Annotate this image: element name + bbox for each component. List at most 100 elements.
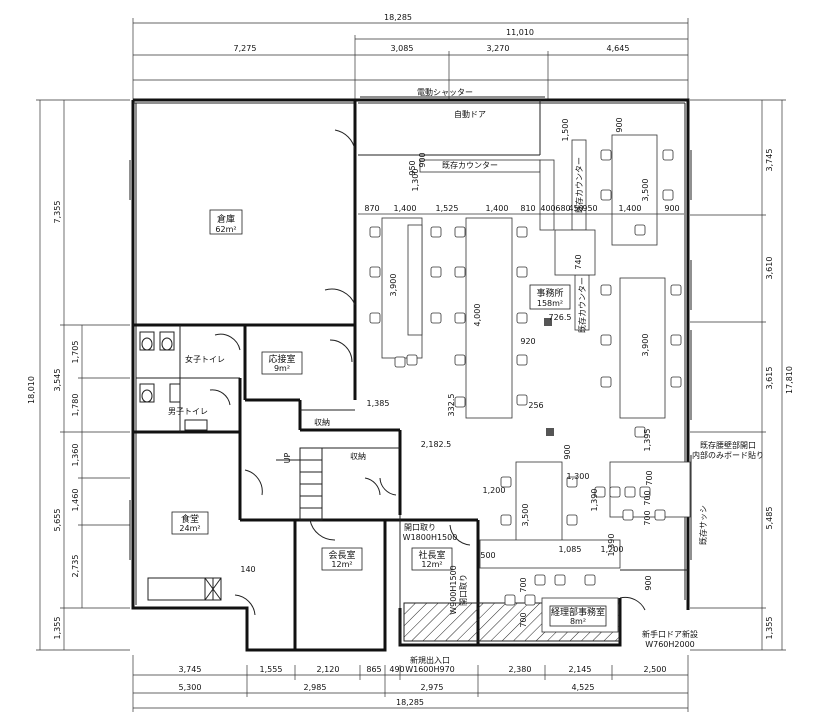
chair-26 xyxy=(600,376,612,388)
chair-4 xyxy=(430,226,442,238)
chair-37 xyxy=(624,486,636,498)
dim-bottom-1: 3,745 xyxy=(179,665,202,674)
label-office-area: 158m² xyxy=(537,299,563,308)
dim-left-inner-5: 2,735 xyxy=(71,555,80,578)
chair-43 xyxy=(584,574,596,586)
misc-dim-4: 900 xyxy=(418,152,427,167)
label-president: 社長室 xyxy=(418,549,445,561)
stairs xyxy=(276,447,323,521)
label-storage-2: 収納 xyxy=(350,451,366,461)
misc-dim-23: 700 xyxy=(643,490,652,505)
label-reception: 応接室 xyxy=(268,353,295,365)
dim-bottom2-1: 5,300 xyxy=(179,683,202,692)
dim-left-inner-4: 1,460 xyxy=(71,489,80,512)
misc-dim-6: 3,500 xyxy=(641,179,650,202)
label-sales-room-area: 8m² xyxy=(570,617,586,626)
office-row-dim-1: 870 xyxy=(364,204,379,213)
label-counter-top: 既存カウンター xyxy=(442,160,498,170)
chair-18 xyxy=(516,394,528,406)
label-new-door: 新規出入口 xyxy=(410,655,450,665)
misc-dim-21: 3,500 xyxy=(521,504,530,527)
counters xyxy=(419,139,596,331)
label-sales-room: 経理部事務室 xyxy=(551,606,605,618)
label-cafeteria: 食堂 xyxy=(181,513,199,525)
chair-42 xyxy=(554,574,566,586)
dim-bottom-3: 2,120 xyxy=(317,665,340,674)
chairs xyxy=(369,149,682,606)
right-dimensions: 17,810 3,745 3,610 3,615 5,485 1,355 xyxy=(690,99,794,651)
dim-bottom-2: 1,555 xyxy=(260,665,283,674)
misc-dim-18: 1,390 xyxy=(590,489,599,512)
dim-left-inner-3: 1,360 xyxy=(71,444,80,467)
office-row-dim-2: 1,400 xyxy=(394,204,417,213)
office-row-dim-11: 900 xyxy=(664,204,679,213)
dim-bottom-4: 865 xyxy=(366,665,381,674)
dim-right-outer-4: 5,485 xyxy=(765,507,774,530)
chair-3 xyxy=(369,312,381,324)
office-row-dim-3: 1,525 xyxy=(436,204,459,213)
chair-29 xyxy=(670,376,682,388)
misc-dim-5: 950 xyxy=(408,160,417,175)
chair-12 xyxy=(454,354,466,366)
left-dimensions: 18,010 7,355 3,545 5,655 1,355 1,705 1,7… xyxy=(27,99,130,651)
chair-45 xyxy=(524,594,536,606)
dim-right-total: 17,810 xyxy=(785,366,794,394)
label-opening2-b: 開口取り xyxy=(459,574,468,606)
label-chairman-area: 12m² xyxy=(331,560,352,569)
chair-13 xyxy=(454,396,466,408)
chair-34 xyxy=(566,514,578,526)
chair-35 xyxy=(594,486,606,498)
chair-27 xyxy=(670,284,682,296)
label-counter-side: 既存カウンター xyxy=(574,157,584,213)
chair-22 xyxy=(662,189,674,201)
chair-19 xyxy=(600,149,612,161)
misc-dim-32: 140 xyxy=(240,565,255,574)
chair-40 xyxy=(654,509,666,521)
chair-38 xyxy=(639,486,651,498)
misc-dim-20: 1,200 xyxy=(483,486,506,495)
dim-right-outer-1: 3,745 xyxy=(765,149,774,172)
label-counter-mid: 既存カウンター xyxy=(577,277,587,333)
dim-bottom-8: 2,500 xyxy=(644,665,667,674)
misc-dim-24: 700 xyxy=(643,510,652,525)
misc-dim-26: 1,200 xyxy=(601,545,624,554)
chair-10 xyxy=(454,266,466,278)
chair-36 xyxy=(609,486,621,498)
chair-9 xyxy=(454,226,466,238)
label-opening1-a: 開口取り xyxy=(404,523,436,532)
dim-left-total: 18,010 xyxy=(27,376,36,404)
misc-dim-14: 332.5 xyxy=(447,394,456,417)
misc-dim-25: 1,085 xyxy=(559,545,582,554)
dim-left-outer-2: 3,545 xyxy=(53,369,62,392)
label-up: UP xyxy=(283,452,292,463)
dim-right-outer-2: 3,610 xyxy=(765,257,774,280)
dim-left-outer-3: 5,655 xyxy=(53,509,62,532)
dim-bottom-7: 2,145 xyxy=(569,665,592,674)
dim-right-outer-3: 3,615 xyxy=(765,367,774,390)
label-chairman: 会長室 xyxy=(328,549,355,561)
chair-30 xyxy=(634,426,646,438)
chair-7 xyxy=(394,356,406,368)
dim-bottom-5: 490 xyxy=(389,665,404,674)
dim-bottom-total: 18,285 xyxy=(396,698,424,707)
misc-dim-16: 2,182.5 xyxy=(421,440,452,449)
dim-top-seg1: 7,275 xyxy=(234,44,257,53)
label-mens-toilet: 男子トイレ xyxy=(168,407,208,416)
label-warehouse-area: 62m² xyxy=(215,225,236,234)
interior-walls xyxy=(133,100,688,650)
toilet-fixtures xyxy=(139,331,222,601)
label-door-new: 新手口ドア新設 xyxy=(642,629,698,639)
misc-dim-2: 900 xyxy=(615,117,624,132)
misc-dim-10: 726.5 xyxy=(549,313,572,322)
dim-right-outer-5: 1,355 xyxy=(765,617,774,640)
dim-bottom2-4: 4,525 xyxy=(572,683,595,692)
label-office: 事務所 xyxy=(536,287,563,299)
chair-1 xyxy=(369,226,381,238)
label-existing-sash: 既存サッシ xyxy=(698,505,708,545)
office-row-dim-7: 680 xyxy=(555,204,570,213)
dim-top-seg4: 4,645 xyxy=(607,44,630,53)
office-row-dim-6: 400 xyxy=(540,204,555,213)
chair-21 xyxy=(662,149,674,161)
chair-44 xyxy=(504,594,516,606)
